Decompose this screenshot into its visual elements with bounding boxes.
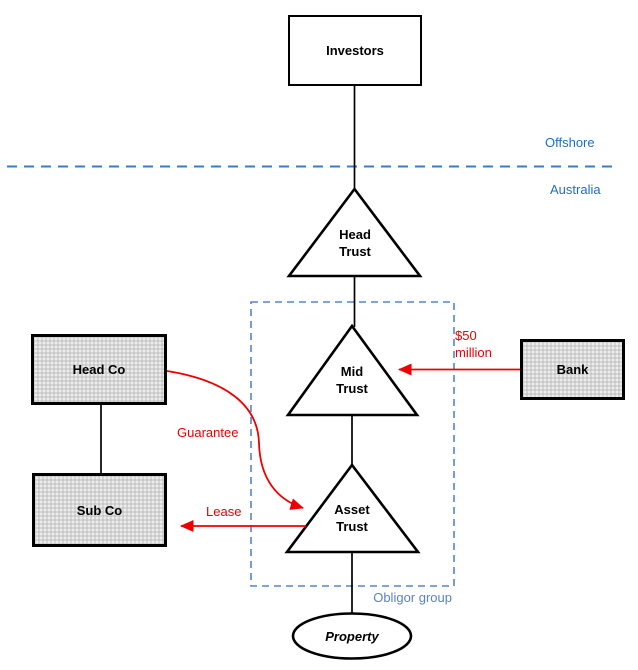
sub-co-label: Sub Co bbox=[76, 502, 123, 518]
investors-label: Investors bbox=[326, 43, 384, 58]
bank-label: Bank bbox=[556, 362, 589, 377]
bank-box: Bank bbox=[520, 339, 625, 400]
investors-box: Investors bbox=[288, 15, 422, 86]
obligor-group-label: Obligor group bbox=[373, 590, 452, 605]
head-co-label: Head Co bbox=[72, 362, 126, 377]
guarantee-arrow bbox=[166, 370, 304, 510]
mid-trust-label: Mid Trust bbox=[336, 364, 368, 396]
property-label: Property bbox=[325, 628, 379, 644]
sub-co-box: Sub Co bbox=[32, 473, 167, 547]
guarantee-label: Guarantee bbox=[177, 425, 239, 440]
loan-amount-label: $50 million bbox=[455, 328, 492, 360]
lease-label: Lease bbox=[206, 504, 242, 519]
australia-region-label: Australia bbox=[550, 182, 601, 197]
offshore-region-label: Offshore bbox=[545, 135, 595, 150]
head-trust-triangle bbox=[286, 186, 423, 278]
head-co-box: Head Co bbox=[31, 334, 167, 405]
asset-trust-label: Asset Trust bbox=[334, 502, 370, 534]
mid-trust-triangle bbox=[285, 323, 420, 417]
asset-trust-triangle bbox=[284, 462, 421, 554]
property-ellipse bbox=[291, 612, 413, 660]
head-trust-label: Head Trust bbox=[339, 227, 371, 259]
